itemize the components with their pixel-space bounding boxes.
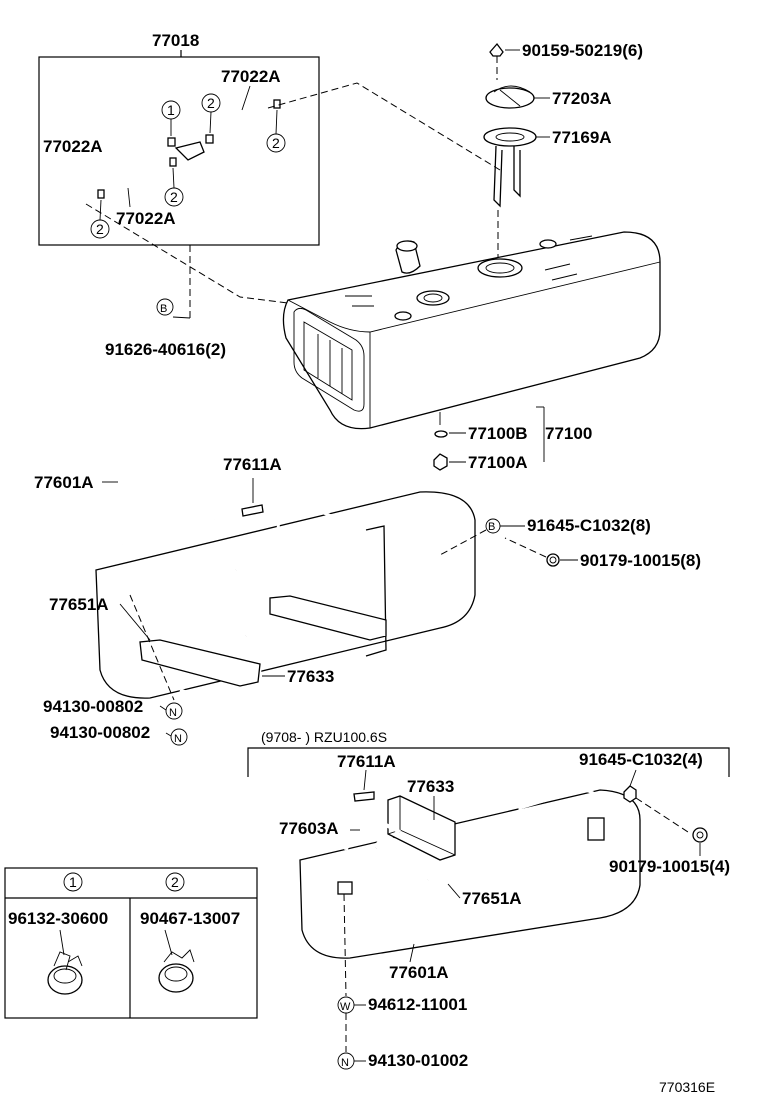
bolt-77611a [241,504,264,517]
fuel-tank-77100 [282,231,661,430]
svg-text:W: W [340,1001,351,1013]
svg-text:2: 2 [96,221,104,237]
svg-text:N: N [341,1057,349,1069]
svg-text:1: 1 [167,102,175,118]
clip-2d [97,189,105,199]
label-94130-a: 94130-00802 [43,697,143,716]
clip-1 [167,137,176,147]
clip-2c [169,157,177,167]
label-77100b: 77100B [468,424,528,443]
legend-box: 1 2 96132-30600 90467-13007 [4,867,258,1019]
legend-mark-1: 1 [63,872,83,892]
callout-2-a: 2 [201,93,221,134]
label-77022a-bottom: 77022A [116,209,176,228]
legend-part-1: 96132-30600 [8,909,108,928]
hose-kit-box [38,56,320,246]
hose-kit-77018-group: 77018 1 2 2 2 [38,31,320,246]
label-90179-4: 90179-10015(4) [609,857,730,876]
label-91645-4: 91645-C1032(4) [579,750,703,769]
clip-94130-a: N 94130-00802 [43,697,183,720]
label-77100a: 77100A [468,453,528,472]
callout-2-c: 2 [164,167,184,207]
svg-text:2: 2 [207,95,215,111]
gasket-77100b: 77100B [434,424,528,443]
label-77018: 77018 [152,31,199,50]
plug-77100a: 77100A [433,453,528,472]
hose-clamp-1 [47,929,83,995]
tank-protector-group [95,447,476,699]
t-fitting [174,141,205,161]
screw-90159 [489,42,504,57]
bolt-91645-4 [623,769,689,833]
clip-2a [205,134,214,144]
sender-opening [477,258,523,278]
label-77100: 77100 [545,424,592,443]
drawing-code: 770316E [659,1079,715,1095]
label-77169a: 77169A [552,128,612,147]
label-77611a-top: 77611A [223,455,282,474]
label-94612: 94612-11001 [368,995,467,1014]
callout-2-d: 2 [90,199,110,239]
variant-label: (9708- ) RZU100.6S [261,729,387,745]
label-94130-b: 94130-00802 [50,723,150,742]
variant-tank-group [299,769,641,959]
clip-94130-b: N 94130-00802 [50,723,188,746]
label-77651a-variant: 77651A [462,889,522,908]
hose-clamp-2 [158,929,195,993]
legend-part-2: 90467-13007 [140,909,240,928]
bolt-91645-8: B 91645-C1032(8) [485,516,651,535]
bolt-77611a-variant [353,791,375,802]
label-77611a-variant: 77611A [337,752,396,771]
sender-arm [493,145,521,208]
svg-text:1: 1 [69,874,77,890]
legend-mark-2: 2 [165,872,185,892]
label-90159: 90159-50219(6) [522,41,643,60]
label-77022a-left: 77022A [43,137,103,156]
nut-90179-8: 90179-10015(8) [504,537,701,570]
clip-2b [273,99,281,109]
fuel-sender-group: 90159-50219(6) 77203A 77169A [483,41,643,258]
label-77651a-top: 77651A [49,595,109,614]
label-77633-variant: 77633 [407,777,454,796]
clip-94130-01002: N 94130-01002 [337,1051,468,1070]
label-91645-8: 91645-C1032(8) [527,516,651,535]
label-77601a-variant: 77601A [389,963,449,982]
label-90179-8: 90179-10015(8) [580,551,701,570]
label-77601a-top: 77601A [34,473,94,492]
label-77603a: 77603A [279,819,339,838]
svg-text:N: N [169,707,177,719]
bracket-77651a [139,639,261,687]
gasket-77169a [483,127,537,147]
label-94130-01002: 94130-01002 [368,1051,468,1070]
svg-text:2: 2 [170,189,178,205]
svg-text:B: B [160,303,167,315]
label-77633-top: 77633 [287,667,334,686]
nut-90179-4: 90179-10015(4) [609,827,730,876]
svg-text:N: N [174,733,182,745]
label-77022a-top: 77022A [221,67,281,86]
bolt-91626-40616: B 91626-40616(2) [105,298,226,359]
svg-text:2: 2 [171,874,179,890]
label-77203a: 77203A [552,89,612,108]
callout-1: 1 [161,100,181,136]
callout-2-b: 2 [266,109,286,153]
label-91626: 91626-40616(2) [105,340,226,359]
clip-94612: W 94612-11001 [337,995,467,1014]
svg-text:B: B [488,521,495,533]
variant-bracket [247,747,730,777]
svg-text:2: 2 [272,135,280,151]
